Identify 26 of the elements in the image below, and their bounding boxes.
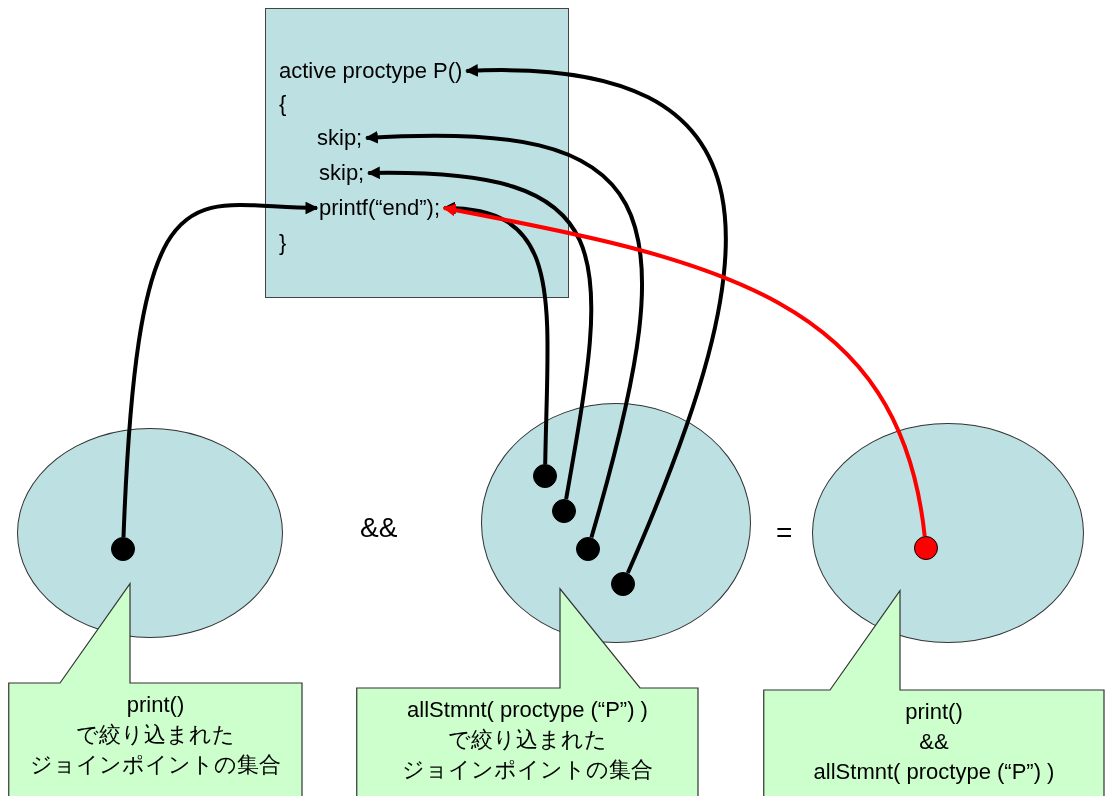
- speech-bubble: [763, 590, 1105, 796]
- join-point-dot: [611, 572, 635, 596]
- code-line: skip;: [319, 160, 365, 186]
- join-point-dot: [111, 537, 135, 561]
- join-point-dot: [914, 536, 938, 560]
- callout-text: print() で絞り込まれたジョインポイントの集合: [29, 691, 282, 779]
- arrow: [442, 203, 927, 537]
- code-line: }: [279, 230, 287, 256]
- speech-bubble: [8, 583, 303, 796]
- code-line: skip;: [317, 125, 363, 151]
- code-line: active proctype P(): [279, 58, 463, 84]
- arrow: [367, 166, 594, 500]
- callout-text: print() && allStmnt( proctype (“P”) ): [812, 698, 1056, 786]
- join-point-dot: [576, 537, 600, 561]
- code-box: [265, 8, 569, 298]
- join-point-dot: [533, 464, 557, 488]
- operator-symbol: &&: [360, 512, 398, 544]
- code-line: {: [279, 91, 287, 117]
- arrow: [365, 131, 645, 539]
- speech-bubble: [356, 588, 699, 796]
- arrow: [465, 64, 728, 574]
- operator-symbol: =: [776, 517, 793, 549]
- callout-text: allStmnt( proctype (“P”) ) で絞り込まれたジョインポイントの集合: [401, 696, 654, 784]
- code-line: printf(“end”);: [319, 195, 441, 221]
- arrow: [121, 201, 319, 538]
- join-point-dot: [552, 499, 576, 523]
